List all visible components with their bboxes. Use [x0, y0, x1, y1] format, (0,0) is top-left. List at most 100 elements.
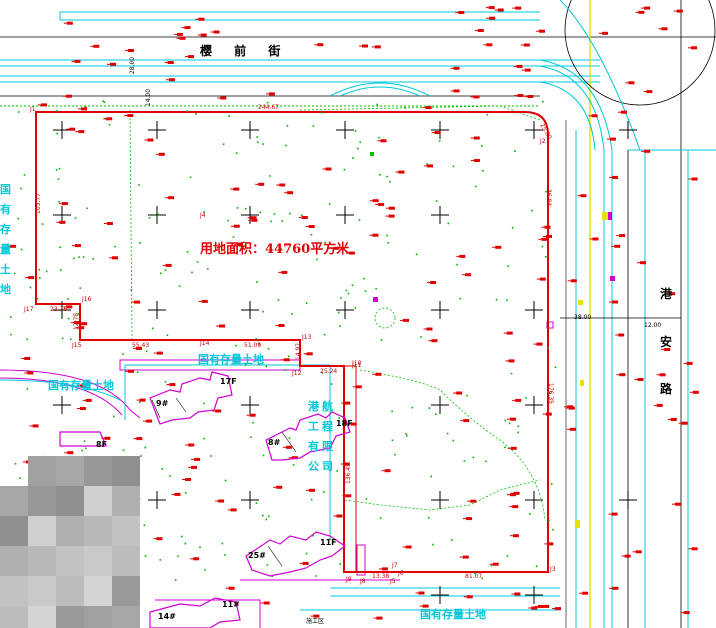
elevation-marker	[385, 206, 395, 210]
blur-tile	[0, 546, 28, 576]
survey-dot	[435, 413, 437, 415]
elevation-marker	[107, 62, 116, 66]
survey-dot	[184, 542, 187, 545]
survey-dot	[177, 555, 179, 558]
elevation-marker	[103, 222, 113, 225]
survey-dot	[338, 311, 340, 314]
survey-dot	[67, 317, 70, 320]
survey-dot	[55, 110, 58, 112]
survey-dot	[266, 101, 269, 104]
survey-dot	[74, 217, 77, 219]
blur-tile	[28, 456, 56, 486]
elevation-marker	[347, 422, 357, 426]
elevation-marker	[210, 30, 220, 34]
elevation-marker	[511, 592, 521, 596]
elevation-marker	[486, 16, 496, 20]
survey-dot	[61, 337, 64, 340]
survey-dot	[286, 125, 289, 127]
survey-dot	[26, 338, 28, 341]
survey-dot	[61, 314, 63, 317]
elevation-marker	[671, 502, 681, 506]
elevation-marker	[109, 256, 118, 260]
survey-dot	[186, 110, 188, 112]
elevation-marker	[341, 401, 351, 405]
survey-dot	[288, 437, 291, 439]
survey-dot	[323, 333, 326, 336]
survey-dot	[481, 577, 483, 580]
elevation-marker	[133, 347, 142, 350]
elevation-marker	[661, 348, 671, 351]
survey-dot	[60, 269, 62, 271]
survey-dot	[510, 372, 513, 375]
survey-dot	[535, 565, 538, 568]
blur-tile	[112, 456, 140, 486]
elevation-marker	[424, 164, 433, 168]
elevation-marker	[415, 591, 425, 595]
elevation-marker	[373, 616, 383, 620]
survey-dot	[312, 125, 315, 127]
blur-tile	[28, 546, 56, 576]
survey-dot	[257, 141, 259, 143]
survey-dot	[288, 355, 290, 358]
survey-dot	[10, 316, 12, 318]
survey-dot	[277, 299, 280, 301]
survey-dot	[432, 543, 434, 546]
survey-dot	[164, 269, 167, 271]
survey-dot	[379, 517, 382, 519]
survey-dot	[466, 394, 468, 397]
elevation-marker	[609, 175, 619, 179]
elevation-marker	[542, 412, 552, 416]
elevation-marker	[428, 339, 438, 343]
survey-dot	[244, 364, 247, 366]
elevation-marker	[460, 419, 470, 423]
survey-dot	[435, 200, 438, 202]
survey-dot	[224, 554, 226, 556]
survey-dot	[67, 298, 69, 300]
survey-dot	[236, 207, 239, 209]
blur-tile	[84, 456, 112, 486]
survey-dot	[504, 446, 506, 449]
survey-dot	[235, 152, 238, 154]
dim-east-edge: 176.35	[547, 383, 554, 404]
street-east-char-2: 安	[660, 335, 673, 349]
building-label-8: 8#	[268, 438, 281, 447]
survey-dot	[389, 180, 391, 183]
survey-dot	[547, 346, 549, 349]
elevation-marker	[540, 604, 550, 608]
survey-dot	[210, 455, 212, 457]
survey-dot	[14, 463, 17, 465]
elevation-marker	[599, 31, 608, 35]
elevation-marker	[509, 505, 519, 509]
elevation-marker	[521, 68, 531, 72]
elevation-marker	[431, 131, 441, 134]
survey-dot	[485, 460, 487, 463]
survey-dot	[227, 219, 229, 222]
point-j13: J13	[302, 334, 312, 341]
survey-dot	[446, 432, 449, 435]
survey-dot	[391, 410, 393, 413]
elevation-marker	[103, 117, 113, 121]
survey-dot	[438, 140, 441, 142]
elevation-marker	[227, 508, 237, 512]
point-j16: J16	[82, 296, 92, 303]
blur-tile	[0, 516, 28, 546]
elevation-marker	[124, 369, 134, 373]
elevation-marker	[533, 342, 543, 346]
blur-tile	[28, 516, 56, 546]
survey-dot	[480, 145, 483, 147]
point-j3: J3	[550, 566, 556, 573]
survey-dot	[284, 369, 287, 371]
survey-dot	[250, 436, 252, 438]
survey-dot	[17, 217, 20, 220]
survey-dot	[363, 277, 365, 280]
survey-dot	[490, 564, 493, 567]
survey-dot	[358, 219, 361, 221]
survey-dot	[45, 270, 48, 273]
elevation-marker	[255, 182, 265, 186]
elevation-marker	[507, 446, 517, 450]
elevation-marker	[616, 373, 626, 377]
elevation-marker	[608, 512, 618, 516]
survey-dot	[511, 226, 514, 229]
elevation-marker	[273, 485, 283, 489]
buildings	[59, 371, 351, 628]
